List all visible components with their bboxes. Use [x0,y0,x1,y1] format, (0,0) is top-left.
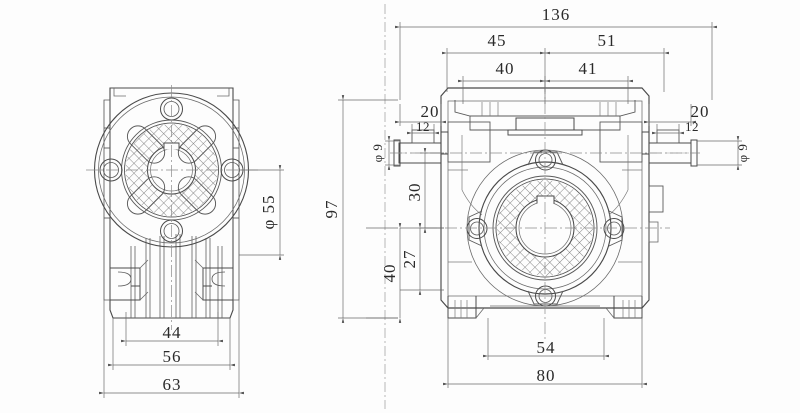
right-view-internal-lines [448,135,642,263]
right-view-dim-54 [483,318,609,360]
right-view-dim-80 [443,318,647,388]
left-view-dim-bore-dia [239,165,284,260]
right-view-dim-right-12 [652,124,684,136]
dim-label-left-phi9: φ 9 [370,144,385,163]
right-view-dim-136 [395,22,717,100]
dim-label-right-20: 20 [691,102,710,121]
right-view-dim-40-lower [366,223,402,323]
dim-label-56: 56 [163,347,182,366]
dim-label-51: 51 [598,31,617,50]
dim-label-phi55: φ 55 [259,194,278,229]
right-view-dim-left-phi9 [385,136,400,170]
dim-label-54: 54 [537,338,556,357]
right-view-dim-right-phi9 [697,136,742,170]
dim-label-136: 136 [542,5,571,24]
dim-label-63: 63 [163,375,182,394]
dim-label-27: 27 [400,250,419,269]
left-view-dim-56 [108,318,235,370]
dim-label-40-top: 40 [496,59,515,78]
left-view-cooling-fins [130,234,223,318]
left-view-mounting-feet [110,259,233,301]
dim-label-right-12: 12 [685,119,699,134]
right-view-dim-left-20 [395,104,446,126]
left-view-group [86,85,258,330]
left-view-dim-63 [99,300,244,398]
dim-label-44: 44 [163,323,182,342]
dim-label-30: 30 [405,183,424,202]
dim-label-right-phi9: φ 9 [735,144,750,163]
left-view-dim-44 [121,312,223,346]
dim-label-left-20: 20 [421,102,440,121]
dim-label-45: 45 [488,31,507,50]
dim-label-41: 41 [579,59,598,78]
right-view-dim-27 [400,223,444,295]
right-view-centerlines [425,82,670,340]
right-view-dim-right-20 [644,104,696,126]
left-view-centerlines [86,85,258,330]
dim-label-left-12: 12 [416,119,430,134]
dim-label-80: 80 [537,366,556,385]
dim-label-97: 97 [322,200,341,219]
left-view-flange-slots [126,125,217,215]
right-view-dim-left-12 [407,124,439,136]
dim-label-40-lower: 40 [380,264,399,283]
right-view-dim-40-41 [458,76,633,104]
